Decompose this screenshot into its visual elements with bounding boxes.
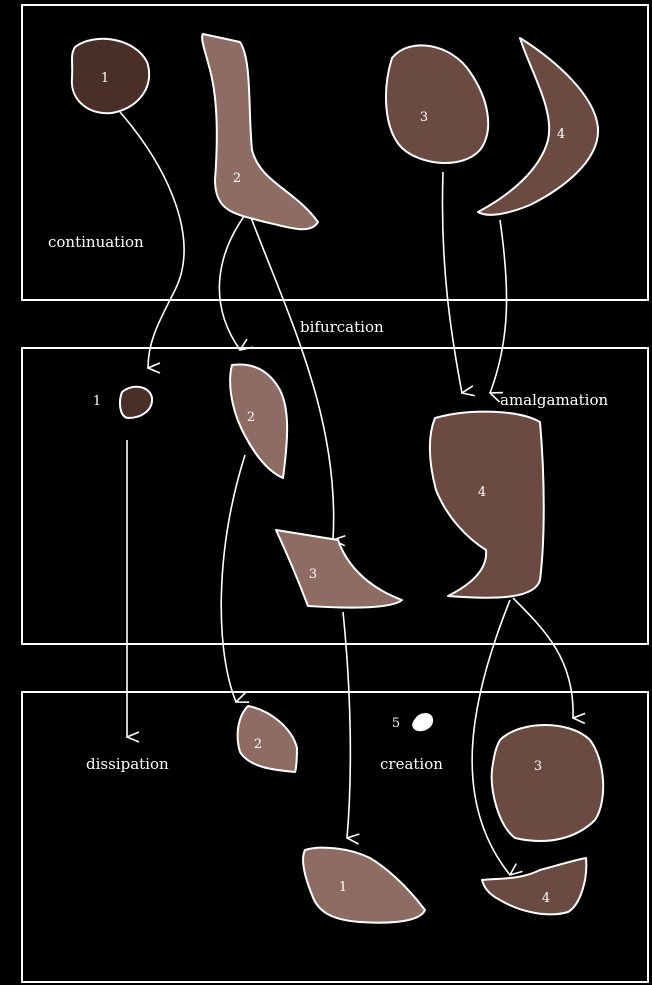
blob-3-bottom (492, 725, 604, 841)
blob-1-top-number: 1 (101, 71, 109, 86)
blob-1-middle-number: 1 (93, 394, 101, 409)
blob-3-middle-number: 3 (309, 567, 317, 582)
arrow-amalgamation-left (442, 172, 462, 393)
blob-3-top (386, 45, 488, 163)
label-dissipation: dissipation (86, 755, 169, 773)
blob-1-middle (120, 387, 152, 418)
blob-3-top-number: 3 (420, 110, 428, 125)
blob-4-top-number: 4 (557, 127, 565, 142)
blob-2-top (202, 34, 318, 229)
blob-1-bottom-number: 1 (339, 880, 347, 895)
blob-4-bottom (482, 858, 586, 914)
label-creation: creation (380, 755, 443, 773)
blob-5-bottom-number: 5 (392, 716, 400, 731)
blob-4-middle (430, 412, 544, 598)
blob-5-bottom (413, 714, 432, 731)
blob-4-bottom-number: 4 (542, 891, 550, 906)
label-amalgamation: amalgamation (500, 391, 608, 409)
blob-2-bottom-number: 2 (254, 737, 262, 752)
label-continuation: continuation (48, 233, 144, 251)
blob-1-bottom (303, 848, 425, 923)
blob-1-top (72, 39, 149, 113)
blob-4-top (478, 38, 598, 215)
arrow-continuation-2 (221, 455, 245, 702)
blob-2-top-number: 2 (233, 171, 241, 186)
blob-3-bottom-number: 3 (534, 759, 542, 774)
arrow-continuation-3 (343, 612, 350, 838)
label-bifurcation: bifurcation (300, 318, 384, 336)
blob-2-bottom (238, 706, 297, 772)
blob-4-middle-number: 4 (478, 485, 486, 500)
blob-2-middle-number: 2 (247, 410, 255, 425)
arrow-bifurcation-left (219, 215, 245, 350)
blob-2-middle (230, 364, 287, 478)
arrow-amalgamation-right (490, 220, 507, 393)
arrow-continuation-4-to-3 (513, 598, 573, 718)
blob-3-middle (276, 530, 402, 608)
